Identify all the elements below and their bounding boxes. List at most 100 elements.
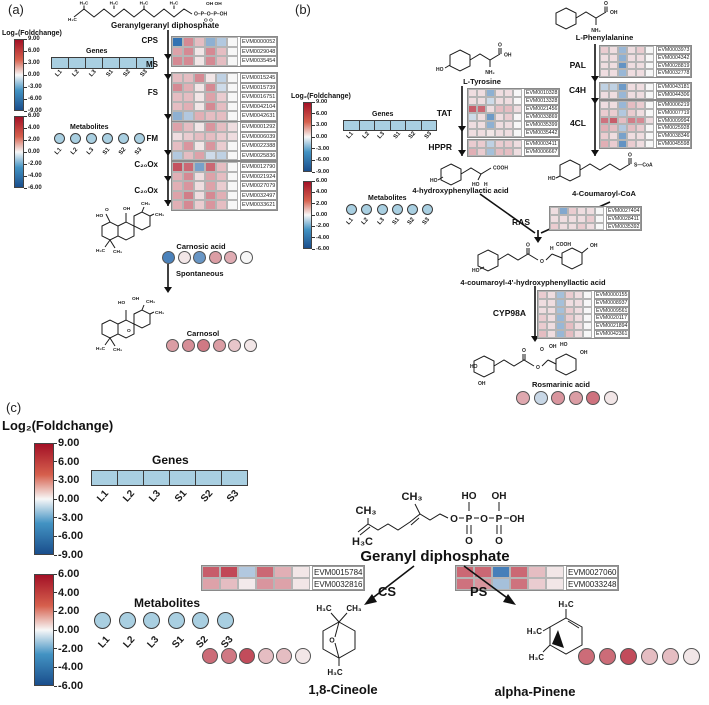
gene-id-label: EVM0009994: [656, 116, 692, 125]
heatmap-cell: [194, 171, 205, 181]
colorbar-tick: 3.00: [312, 122, 327, 128]
atom-label: CH₃: [155, 310, 164, 316]
heatmap-row: EVM0015245: [172, 73, 278, 83]
heatmap-cell: [216, 181, 227, 191]
heatmap-cell: [627, 124, 636, 133]
colorbar-gradient: [303, 102, 312, 172]
heatmap-cell: [486, 105, 495, 113]
heatmap-cell: [618, 124, 627, 133]
gene-id-label: EVM0020117: [594, 314, 630, 323]
gene-id-label: EVM0033621: [240, 200, 278, 210]
metabolite-circle: [662, 648, 679, 665]
heatmap-cell: [627, 69, 636, 78]
enzyme-ps: PS: [470, 584, 488, 599]
atom-label: HO: [472, 268, 480, 274]
colorbar-tick: 9.00: [24, 36, 40, 42]
panel-c-label: (c): [6, 400, 22, 415]
heatmap-cell: [477, 89, 486, 97]
heatmap-row: EVM0032816: [202, 578, 365, 590]
heatmap-cell: [172, 200, 183, 210]
heatmap-cell: [504, 113, 513, 121]
atom-label: OH: [510, 514, 525, 525]
heatmap-cell: [238, 578, 256, 590]
heatmap-cell: [468, 113, 477, 121]
heatmap-cell: [216, 150, 227, 160]
atom-label: O: [628, 153, 632, 159]
metabolite-circle: [243, 339, 257, 352]
heatmap-row: EVM0015739: [172, 82, 278, 92]
heatmap-cell: [474, 578, 492, 590]
metabolite-circle: [239, 251, 253, 264]
metabolite-key-circle: [54, 133, 65, 144]
heatmap-cell: [172, 82, 183, 92]
sample-label: S3: [224, 488, 242, 505]
heatmap-cell: [510, 566, 528, 578]
heatmap-cell: [205, 181, 216, 191]
heatmap-row: EVM0035454: [172, 56, 278, 66]
heatmap-cell: [292, 566, 310, 578]
heatmap-row: EVM0028411: [550, 214, 642, 223]
metabolite-key-circle: [346, 204, 357, 215]
heatmap-cell: [495, 113, 504, 121]
heatmap-cell: [645, 53, 654, 62]
heatmap-cell: [547, 322, 556, 330]
atom-label: H₃C: [140, 1, 149, 6]
heatmap-cell: [194, 101, 205, 111]
heatmap-cell: [550, 214, 559, 223]
heatmap-cell: [216, 92, 227, 102]
heatmap-row: EVM0035442: [468, 129, 560, 137]
gene-key-cell: [91, 470, 118, 486]
atom-label: CH₃: [141, 201, 150, 207]
spontaneous-label: Spontaneous: [176, 269, 224, 278]
heatmap-cell: [618, 69, 627, 78]
gene-id-label: EVM0029048: [240, 46, 278, 56]
gene-id-label: EVM0015739: [240, 82, 278, 92]
colorbar-tick: 0.00: [54, 624, 79, 636]
heatmap-cell: [513, 97, 522, 105]
genes-key-b: [343, 120, 437, 131]
heatmap-cell: [600, 101, 609, 109]
gene-id-label: EVM0027060: [566, 566, 619, 578]
metabolite-circle: [578, 648, 595, 665]
gene-id-label: EVM0000155: [594, 291, 630, 299]
heatmap-cell: [577, 207, 586, 215]
gene-key-cell: [117, 470, 144, 486]
atom-label: O: [526, 243, 530, 249]
rosmarinic-circles: [516, 391, 618, 405]
heatmap-cell: [528, 566, 546, 578]
colorbar-tick: 6.00: [54, 456, 79, 468]
heatmap-cell: [574, 306, 583, 315]
heatmap-cell: [227, 131, 238, 141]
heatmap-cell: [618, 46, 627, 54]
heatmap-cell: [600, 46, 609, 54]
heatmap-cell: [504, 97, 513, 105]
colorbar-tick: -9.00: [312, 169, 329, 175]
atom-label: NH₂: [591, 28, 600, 34]
heatmap-cell: [216, 162, 227, 172]
atom-label: O–P–O–P–OH: [194, 12, 227, 18]
atom-label: O: [465, 536, 473, 547]
heatmap-row: EVM0003973: [600, 46, 692, 54]
heatmap-cell: [216, 141, 227, 151]
heatmap-row: EVM0042104: [172, 101, 278, 111]
gene-key-cell: [221, 470, 248, 486]
atom-label: NH₂: [485, 70, 494, 76]
heatmap-cell: [194, 92, 205, 102]
cineole-structure: O H₃C CH₃ H₃C: [316, 604, 362, 677]
atom-label: HO: [548, 176, 556, 182]
heatmap-row: EVM0033869: [468, 113, 560, 121]
heatmap-row: EVM0029048: [172, 46, 278, 56]
heatmap-cell: [477, 129, 486, 137]
enzyme-fs: FS: [147, 88, 158, 97]
heatmap-cell: [627, 53, 636, 62]
heatmap-cell: [238, 566, 256, 578]
gene-id-label: EVM0004342: [656, 53, 692, 62]
heatmap-cell: [468, 105, 477, 113]
spontaneous-arrow: [164, 264, 172, 293]
heatmap-cell: [183, 73, 194, 83]
colorbar-tick: -9.00: [54, 549, 83, 561]
